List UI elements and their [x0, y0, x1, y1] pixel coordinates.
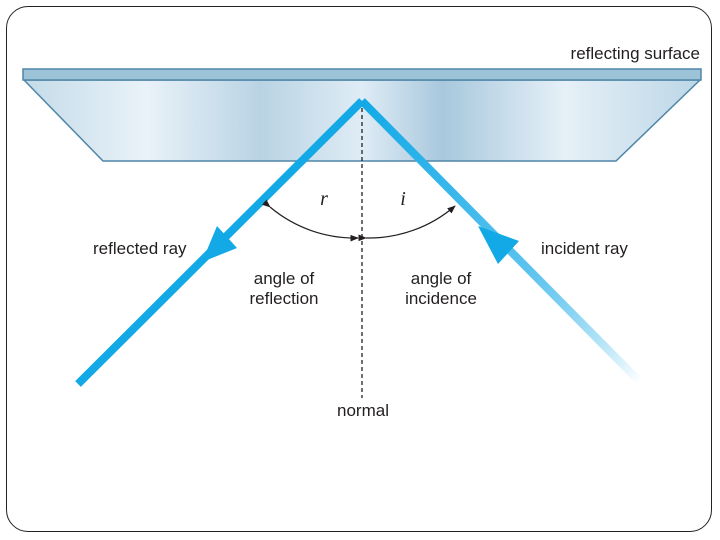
angle-of-incidence-label-line2: incidence	[405, 289, 477, 308]
normal-label: normal	[337, 401, 389, 420]
angle-of-incidence-label-line1: angle of	[411, 269, 472, 288]
reflecting-surface-label: reflecting surface	[571, 44, 700, 63]
incident-ray-label: incident ray	[541, 239, 628, 258]
reflected-ray-label: reflected ray	[93, 239, 187, 258]
angle-i-symbol: i	[400, 188, 406, 210]
angle-of-reflection-label-line2: reflection	[250, 289, 319, 308]
angle-r-symbol: r	[320, 188, 328, 210]
angle-of-reflection-label-line1: angle of	[254, 269, 315, 288]
angle-of-reflection-arc	[270, 207, 358, 238]
angle-of-incidence-arc	[366, 206, 455, 238]
